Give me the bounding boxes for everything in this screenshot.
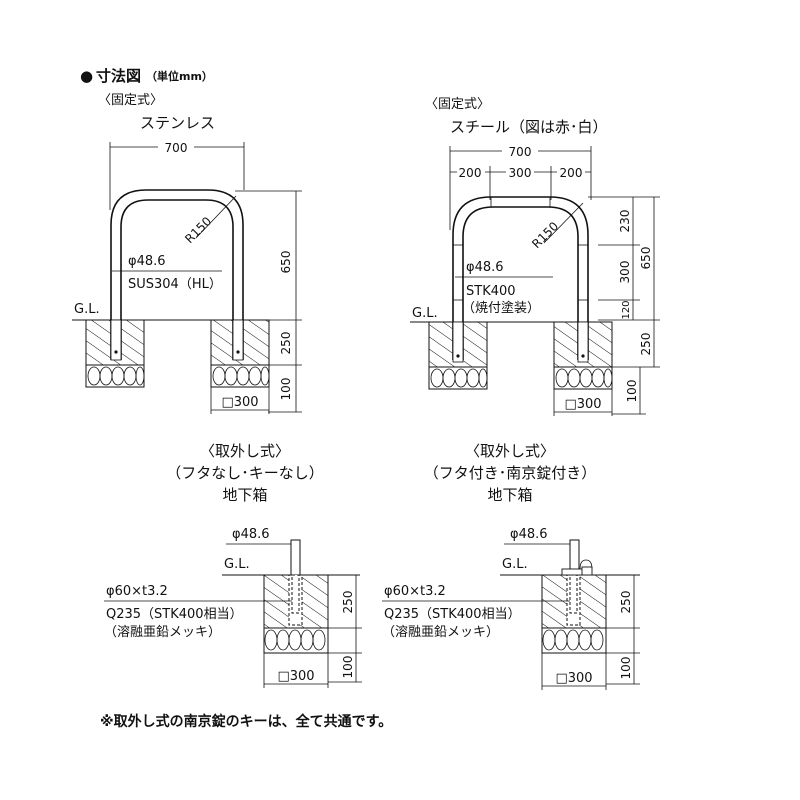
dim-base: 100 [279, 378, 293, 401]
panel-fixed-steel: 〈固定式〉 スチール（図は赤･白） 700 200 300 200 R150 [410, 97, 660, 416]
material-label: STK400 [466, 284, 516, 299]
dim-depth: 250 [341, 591, 355, 614]
dim-base: 100 [625, 380, 639, 403]
ground-level: G.L. [502, 557, 528, 572]
ground-level: G.L. [412, 306, 438, 321]
dim-radius: R150 [182, 214, 214, 246]
gravel-left [87, 366, 145, 386]
dim-depth: 250 [639, 333, 653, 356]
panel-type: 〈固定式〉 [425, 97, 490, 112]
heading-bullet: ● [80, 67, 93, 85]
dim-base: 100 [619, 657, 633, 680]
box-size: □300 [221, 395, 258, 410]
padlock-icon [561, 559, 593, 576]
panel-removable-plain: 〈取外し式〉 （フタなし･キーなし） 地下箱 φ48.6 G.L. φ60×t3… [104, 442, 362, 688]
dim-seg-mid: 300 [509, 166, 532, 180]
finish-label: （焼付塗装） [462, 300, 540, 316]
heading-title: 寸法図 [96, 67, 141, 85]
panel-variant: （フタ付き･南京錠付き） [424, 464, 597, 482]
heading: ● 寸法図 （単位mm） [80, 67, 213, 85]
box-size: □300 [564, 397, 601, 412]
dim-width: 700 [509, 145, 532, 159]
panel-variant: （フタなし･キーなし） [166, 464, 324, 482]
panel-box: 地下箱 [487, 486, 532, 504]
panel-type: 〈取外し式〉 [200, 442, 290, 460]
gravel [542, 629, 604, 651]
panel-type: 〈固定式〉 [98, 93, 163, 108]
heading-unit: （単位mm） [146, 69, 213, 83]
dim-top: 230 [618, 210, 632, 233]
box-size: □300 [555, 671, 592, 686]
gravel [264, 629, 326, 651]
pipe-diameter: φ48.6 [510, 527, 548, 542]
material-label: Q235（STK400相当） [384, 607, 521, 622]
gravel-left [430, 368, 488, 388]
panel-box: 地下箱 [222, 486, 267, 504]
panel-type: 〈取外し式〉 [465, 442, 555, 460]
panel-removable-locked: 〈取外し式〉 （フタ付き･南京錠付き） 地下箱 φ48.6 G.L. φ60×t… [382, 442, 640, 690]
panel-name: スチール（図は赤･白） [450, 118, 608, 136]
finish-label: （溶融亜鉛メッキ） [382, 625, 499, 640]
dim-radius: R150 [529, 219, 561, 251]
material-label: SUS304（HL） [128, 277, 222, 292]
panel-fixed-stainless: 〈固定式〉 ステンレス 700 R150 650 250 100 φ48.6 S… [72, 93, 302, 414]
dim-low: 120 [621, 300, 632, 319]
gravel-right [212, 366, 270, 386]
pipe-diameter: φ48.6 [466, 260, 504, 275]
dim-depth: 250 [619, 591, 633, 614]
pipe-diameter: φ48.6 [128, 254, 166, 269]
dim-mid: 300 [618, 261, 632, 284]
gravel-right [555, 368, 613, 388]
finish-label: （溶融亜鉛メッキ） [104, 625, 221, 640]
ground-level: G.L. [74, 302, 100, 317]
box-size: □300 [277, 669, 314, 684]
dim-height: 650 [279, 251, 293, 274]
dim-base: 100 [341, 656, 355, 679]
pipe-diameter: φ48.6 [232, 527, 270, 542]
dim-height: 650 [639, 247, 653, 270]
footnote: ※取外し式の南京錠のキーは、全て共通です。 [100, 713, 392, 730]
ground-level: G.L. [224, 557, 250, 572]
dim-depth: 250 [279, 332, 293, 355]
material-label: Q235（STK400相当） [106, 607, 243, 622]
dim-seg-left: 200 [459, 166, 482, 180]
sleeve-diameter: φ60×t3.2 [106, 584, 168, 599]
dim-width: 700 [165, 141, 188, 155]
sleeve-diameter: φ60×t3.2 [384, 584, 446, 599]
panel-name: ステンレス [140, 114, 215, 132]
dim-seg-right: 200 [560, 166, 583, 180]
